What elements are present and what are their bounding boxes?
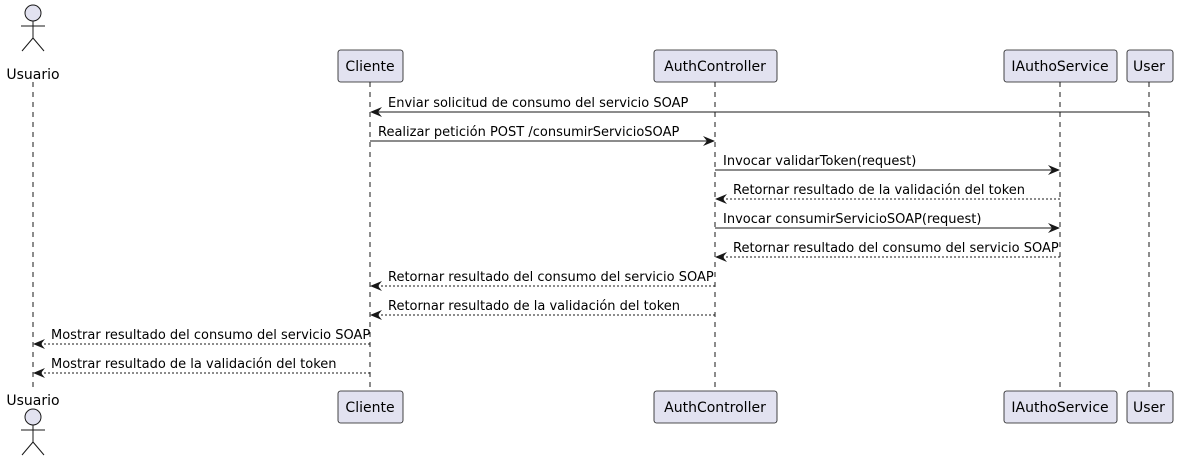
participant-label-usuario-top: Usuario <box>6 67 59 83</box>
participant-label-authcontroller-bottom: AuthController <box>664 400 766 416</box>
message-label: Mostrar resultado de la validación del t… <box>51 357 337 372</box>
participant-box-cliente-bottom <box>337 390 404 424</box>
participant-label-iauthoservice-bottom: IAuthoService <box>1011 400 1108 416</box>
participant-box-authcontroller-bottom <box>653 390 778 424</box>
participant-label-iauthoservice-top: IAuthoService <box>1011 59 1108 75</box>
usuario-top-actor-head <box>24 4 42 22</box>
message-label: Retornar resultado de la validación del … <box>733 183 1025 198</box>
participant-box-iauthoservice-top <box>1003 49 1118 83</box>
participant-label-user-top: User <box>1133 59 1165 75</box>
usuario-bottom-actor-leg-left <box>21 441 34 456</box>
usuario-bottom-actor-leg-right <box>32 441 45 456</box>
usuario-top-actor-leg-right <box>32 37 45 52</box>
participant-label-cliente-top: Cliente <box>345 59 394 75</box>
message-label: Enviar solicitud de consumo del servicio… <box>388 96 689 111</box>
participant-label-usuario-bottom: Usuario <box>6 393 59 409</box>
message-label: Retornar resultado del consumo del servi… <box>388 270 714 285</box>
participant-box-iauthoservice-bottom <box>1003 390 1118 424</box>
message-label: Invocar validarToken(request) <box>723 154 916 169</box>
message-label: Retornar resultado del consumo del servi… <box>733 241 1059 256</box>
participant-box-user-top <box>1126 49 1174 83</box>
usuario-top-actor-leg-left <box>21 37 34 52</box>
participant-label-authcontroller-top: AuthController <box>664 59 766 75</box>
participant-label-user-bottom: User <box>1133 400 1165 416</box>
participant-box-cliente-top <box>337 49 404 83</box>
usuario-bottom-actor-head <box>24 408 42 426</box>
participant-box-authcontroller-top <box>653 49 778 83</box>
message-label: Mostrar resultado del consumo del servic… <box>51 328 370 343</box>
message-label: Realizar petición POST /consumirServicio… <box>378 125 679 140</box>
participant-label-cliente-bottom: Cliente <box>345 400 394 416</box>
participant-box-user-bottom <box>1126 390 1174 424</box>
message-label: Retornar resultado de la validación del … <box>388 299 680 314</box>
message-label: Invocar consumirServicioSOAP(request) <box>723 212 981 227</box>
